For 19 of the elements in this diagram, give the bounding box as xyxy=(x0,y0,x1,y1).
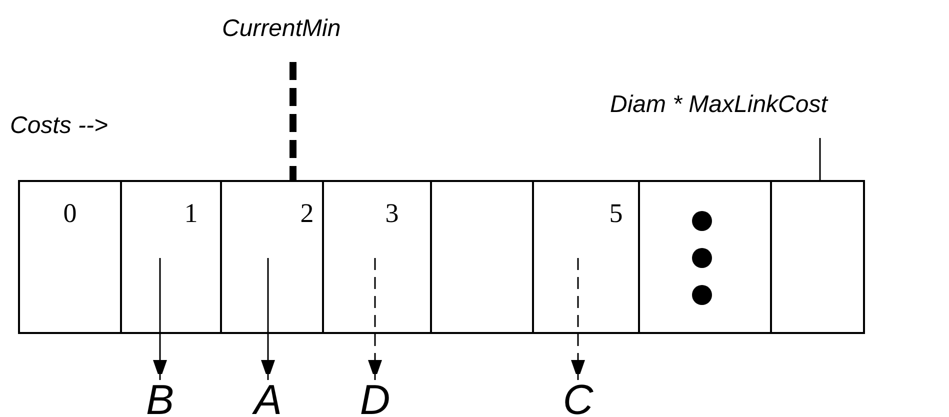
node-letter: D xyxy=(355,380,395,417)
array-cell xyxy=(638,180,772,334)
pointer-label: CurrentMin xyxy=(222,15,362,45)
axis-label: Costs --> xyxy=(10,112,108,140)
node-letter: A xyxy=(248,380,288,417)
array-cell xyxy=(430,180,534,334)
arrow xyxy=(153,258,167,380)
array-cell: 3 xyxy=(322,180,432,334)
array-cell xyxy=(770,180,865,334)
pointer-label: Diam * MaxLinkCost xyxy=(610,91,940,121)
arrow xyxy=(571,258,585,380)
arrow xyxy=(261,258,275,380)
arrow xyxy=(368,258,382,380)
node-letter: B xyxy=(140,380,180,417)
array-cell: 0 xyxy=(18,180,122,334)
array-cell: 1 xyxy=(120,180,222,334)
node-letter: C xyxy=(558,380,598,417)
array-cell: 2 xyxy=(220,180,324,334)
array-cell: 5 xyxy=(532,180,640,334)
